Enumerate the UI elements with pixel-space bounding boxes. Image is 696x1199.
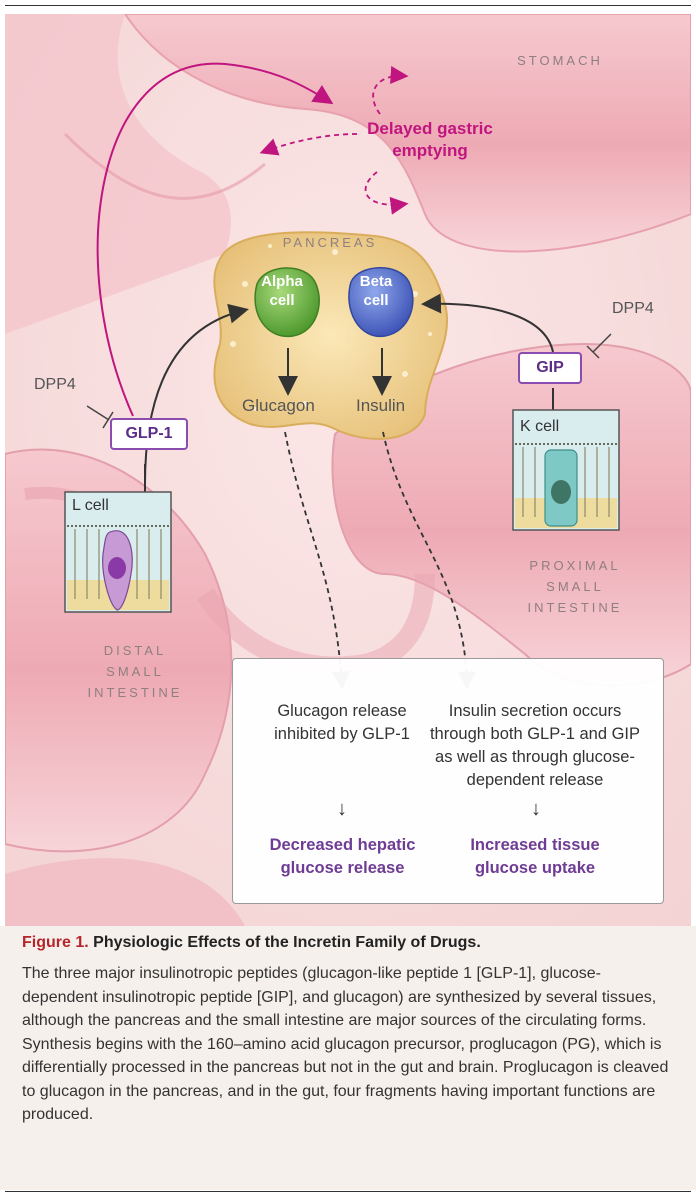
gip-badge: GIP (518, 352, 582, 384)
beta-cell-shape (348, 267, 414, 337)
illustration (5, 14, 691, 926)
caption-panel (0, 926, 696, 1190)
glucagon-label: Glucagon (242, 396, 315, 415)
glucagon-down-arrow: ↓ (337, 798, 347, 820)
distal-intestine-shape (5, 448, 233, 853)
caption-body: The three major insulinotropic peptides … (22, 965, 669, 1123)
l-cell-label: L cell (72, 497, 109, 514)
effects-panel (232, 658, 664, 904)
dpp4-right-label: DPP4 (612, 300, 654, 317)
insulin-label: Insulin (356, 396, 406, 415)
stomach-label: STOMACH (517, 53, 603, 68)
insulin-down-arrow: ↓ (531, 798, 541, 820)
anatomy-drawing (5, 14, 691, 926)
dpp4-left-label: DPP4 (34, 376, 76, 393)
insulin-note: Insulin secretion occurs through both GL… (429, 702, 641, 789)
top-rule (5, 5, 691, 6)
figure-title: Physiologic Effects of the Incretin Fami… (93, 934, 481, 951)
proximal-small-intestine-label: PROXIMAL SMALL INTESTINE (527, 558, 623, 615)
k-cell-box (512, 409, 620, 531)
beta-cell-label: Beta cell (359, 273, 393, 309)
increased-tissue-glucose-uptake: Increased tissue glucose uptake (470, 836, 600, 877)
pancreas-label: PANCREAS (282, 235, 378, 250)
caption-title: Figure 1. Physiologic Effects of the Inc… (22, 934, 481, 952)
l-cell-box (64, 491, 172, 613)
k-cell-label: K cell (520, 418, 560, 435)
glucagon-note: Glucagon release inhibited by GLP-1 (274, 702, 410, 743)
bottom-rule (5, 1191, 691, 1192)
decreased-hepatic-glucose-release: Decreased hepatic glucose release (269, 836, 416, 877)
alpha-cell-shape (254, 267, 320, 338)
delayed-gastric-emptying-label: Delayed gastric emptying (367, 119, 493, 160)
distal-small-intestine-label: DISTAL SMALL INTESTINE (87, 643, 183, 700)
glp1-badge: GLP-1 (110, 418, 188, 450)
stomach-shape (123, 14, 691, 253)
alpha-cell-label: Alpha cell (261, 273, 303, 309)
figure-label: Figure 1. (22, 934, 89, 951)
